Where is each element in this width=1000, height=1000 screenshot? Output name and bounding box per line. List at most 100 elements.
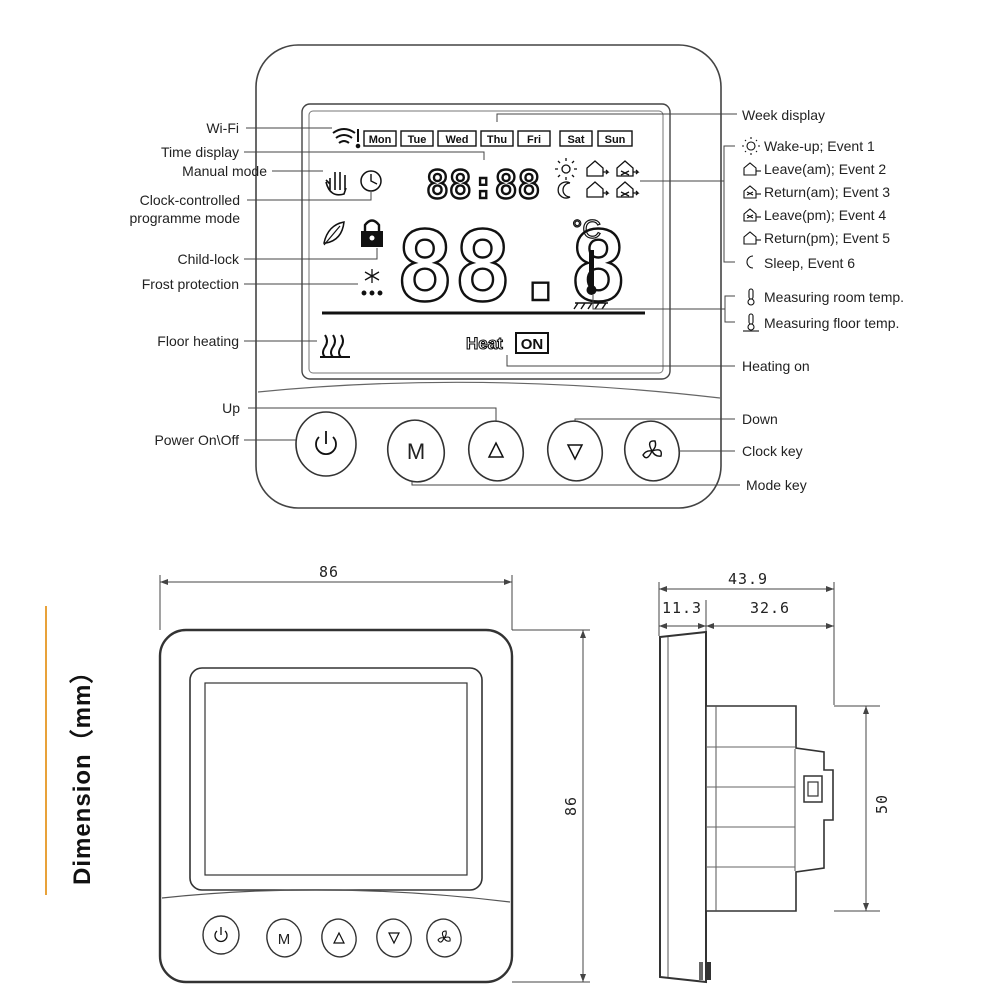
thermometer-icon [747, 288, 755, 306]
side-view: 43.9 11.3 32.6 50 [658, 570, 891, 984]
svg-text:Sat: Sat [567, 134, 584, 146]
event-4: Leave(pm); Event 4 [764, 207, 886, 223]
svg-text:Mon: Mon [369, 134, 392, 146]
depth-front-label: 11.3 [662, 599, 702, 617]
house-icon [616, 160, 640, 177]
event-icons [742, 137, 761, 269]
mini-up-button [321, 918, 357, 958]
width-label: 86 [319, 563, 339, 581]
day-fri: Fri [517, 130, 551, 147]
event-1: Wake-up; Event 1 [764, 138, 875, 154]
mini-mode-button: M [266, 918, 302, 958]
week-display: Mon Tue Wed Thu Fri Sat Sun [363, 130, 633, 147]
up-arrow-icon [487, 441, 505, 458]
down-button[interactable] [541, 415, 609, 487]
dimension-title: Dimension（mm） [69, 659, 96, 885]
svg-text:M: M [278, 931, 291, 948]
event-2: Leave(am); Event 2 [764, 161, 886, 177]
label-clock-key: Clock key [742, 443, 803, 459]
depth-back-label: 32.6 [750, 599, 790, 617]
house-icon [586, 181, 610, 198]
label-child-lock: Child-lock [178, 251, 240, 267]
label-down: Down [742, 411, 778, 427]
house-icon [743, 208, 761, 222]
mini-clock-button [426, 918, 462, 958]
house-icon [586, 160, 610, 177]
label-heating-on: Heating on [742, 358, 810, 374]
time-digits: 88:88 [426, 163, 540, 207]
day-mon: Mon [363, 130, 397, 147]
event-list: Wake-up; Event 1 Leave(am); Event 2 Retu… [742, 137, 890, 271]
label-clock-mode-2: programme mode [130, 210, 241, 226]
clock-icon [360, 170, 382, 192]
up-button[interactable] [462, 415, 530, 487]
label-wifi: Wi-Fi [206, 120, 239, 136]
panel-divider [257, 381, 721, 399]
callout-lines [244, 113, 740, 486]
label-room-temp: Measuring room temp. [764, 289, 904, 305]
heat-label: Heat [466, 334, 503, 353]
label-floor-temp: Measuring floor temp. [764, 315, 899, 331]
day-thu: Thu [480, 130, 514, 147]
label-manual-mode: Manual mode [182, 163, 267, 179]
device-front: Mon Tue Wed Thu Fri Sat Sun 88:88 [255, 44, 722, 509]
svg-text:Sun: Sun [605, 134, 626, 146]
house-icon [616, 181, 640, 198]
box-height-label: 50 [873, 794, 891, 814]
leaf-icon [323, 221, 345, 246]
day-wed: Wed [437, 130, 477, 147]
label-clock-mode-1: Clock-controlled [140, 192, 240, 208]
fan-icon [642, 440, 662, 459]
svg-text:Thu: Thu [487, 134, 507, 146]
mini-power-button [202, 915, 240, 955]
house-icon [743, 162, 761, 176]
front-view: 86 M [158, 563, 590, 984]
label-time-display: Time display [161, 144, 239, 160]
day-sat: Sat [559, 130, 593, 147]
label-mode-key: Mode key [746, 477, 807, 493]
sun-icon [742, 137, 760, 155]
hand-icon [325, 172, 347, 196]
height-label: 86 [562, 796, 580, 816]
svg-text:M: M [407, 439, 425, 464]
event-5: Return(pm); Event 5 [764, 230, 890, 246]
unit-celsius: °C [572, 214, 601, 244]
label-power: Power On\Off [154, 432, 239, 448]
power-icon [315, 436, 337, 456]
wifi-icon [332, 128, 361, 149]
temp-digits: 88.8 [396, 211, 627, 323]
event-6: Sleep, Event 6 [764, 255, 855, 271]
on-box [515, 332, 549, 354]
moon-icon [746, 255, 754, 269]
fan-icon [437, 930, 451, 943]
thermometer-icon [743, 313, 759, 332]
thermometer-icon [573, 250, 608, 310]
svg-text:Fri: Fri [527, 134, 541, 146]
up-arrow-icon [333, 931, 345, 944]
day-sun: Sun [597, 130, 633, 147]
on-label: ON [521, 336, 544, 353]
floor-heating-icon [320, 334, 350, 358]
lock-icon [361, 219, 383, 247]
house-icon [743, 231, 761, 245]
right-labels: Week display Wake-up; Event 1 Leave(am);… [742, 107, 904, 493]
event-3: Return(am); Event 3 [764, 184, 890, 200]
mini-down-button [376, 918, 412, 958]
house-icon [743, 185, 761, 199]
label-week-display: Week display [742, 107, 825, 123]
mode-button[interactable]: M [381, 414, 451, 488]
power-button[interactable] [295, 411, 357, 477]
down-arrow-icon [566, 444, 584, 461]
lcd-event-icons [555, 158, 640, 199]
power-icon [214, 930, 228, 943]
moon-icon [557, 181, 571, 199]
left-labels: Wi-Fi Time display Manual mode Clock-con… [130, 120, 268, 448]
svg-text:Wed: Wed [445, 134, 468, 146]
down-arrow-icon [388, 932, 400, 945]
clock-button[interactable] [618, 415, 686, 487]
depth-total-label: 43.9 [728, 570, 768, 588]
label-frost: Frost protection [142, 276, 239, 292]
sun-icon [555, 158, 577, 180]
svg-text:Tue: Tue [408, 134, 427, 146]
